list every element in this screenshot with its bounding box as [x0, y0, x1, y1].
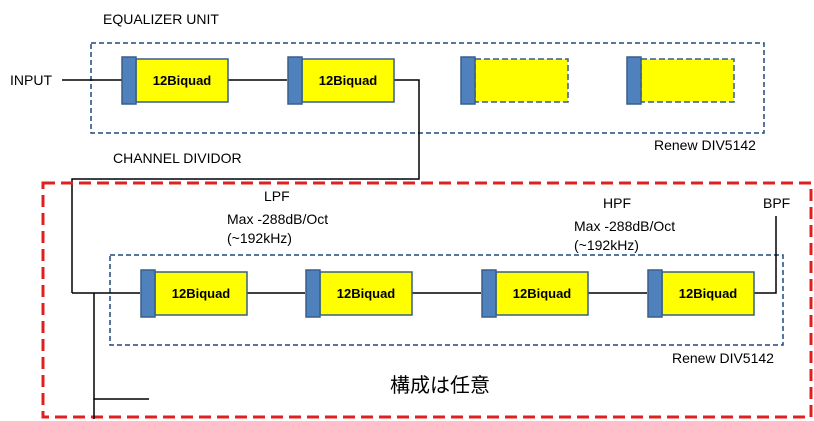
eq-optional-block-1: [460, 56, 569, 105]
lpf-spec-line-2: (~192kHz): [227, 230, 292, 246]
eq-biquad-block-1: 12Biquad: [121, 56, 229, 105]
eq-biquad-label-2: 12Biquad: [319, 73, 378, 88]
input-label: INPUT: [10, 72, 52, 88]
divider-renew-label: Renew DIV5142: [672, 350, 774, 366]
divider-biquad-block-3: 12Biquad: [481, 269, 589, 318]
equalizer-unit-frame: [90, 42, 765, 134]
configuration-note: 構成は任意: [390, 374, 490, 397]
divider-biquad-label-3: 12Biquad: [513, 286, 572, 301]
divider-biquad-label-4: 12Biquad: [679, 286, 738, 301]
bpf-label: BPF: [763, 195, 790, 211]
hpf-spec-line-1: Max -288dB/Oct: [574, 218, 675, 234]
channel-divider-inner-frame: [109, 254, 784, 346]
divider-biquad-label-1: 12Biquad: [172, 286, 231, 301]
hpf-spec-line-2: (~192kHz): [574, 237, 639, 253]
channel-divider-title: CHANNEL DIVIDOR: [113, 150, 242, 166]
divider-biquad-block-4: 12Biquad: [647, 269, 755, 318]
eq-biquad-block-2: 12Biquad: [287, 56, 395, 105]
divider-biquad-block-2: 12Biquad: [305, 269, 413, 318]
lpf-label: LPF: [264, 188, 290, 204]
hpf-label: HPF: [603, 195, 631, 211]
eq-to-divider-line: [71, 79, 420, 293]
eq-biquad-label-1: 12Biquad: [153, 73, 212, 88]
divider-biquad-block-1: 12Biquad: [140, 269, 248, 318]
bpf-output-line: [754, 216, 777, 294]
channel-divider-outer-frame: [41, 181, 813, 419]
equalizer-unit-title: EQUALIZER UNIT: [103, 11, 219, 27]
lpf-spec-line-1: Max -288dB/Oct: [227, 211, 328, 227]
divider-biquad-label-2: 12Biquad: [337, 286, 396, 301]
eq-optional-block-2: [626, 56, 735, 105]
eq-renew-label: Renew DIV5142: [654, 137, 756, 153]
